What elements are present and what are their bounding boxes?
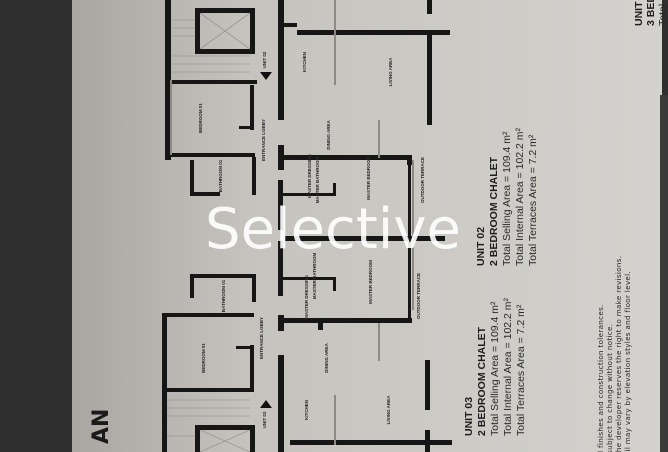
room-label-kitchen: KITCHEN [304,400,309,420]
room-label-master-bedroom: MASTER BEDROOM [366,156,371,200]
room-label-master-dressing: MASTER DRESSING [304,275,309,319]
plan-heading: AN [89,409,114,444]
room-label-bathroom: BATHROOM 01 [221,279,226,312]
selling-area: Total Selling Area = 109.4 m² [489,301,501,436]
unit-title: UNIT 03 [463,397,475,436]
entrance-arrow-icon [260,400,272,408]
unit-03-summary: UNIT 03 2 BEDROOM CHALET Total Selling A… [463,297,527,436]
room-label-living: LIVING AREA [386,395,391,425]
room-label-lobby: ENTRANCE LOBBY [261,119,266,161]
terraces-area: Total Terraces Area = 7.2 m² [527,134,539,266]
room-label-master-dressing: MASTER DRESSING [307,154,312,198]
unit-type: 2 BEDROOM CHALET [488,156,500,266]
internal-area: Total Internal Area = 102.2 m² [502,297,514,436]
unit-type: 2 BEDROOM CHALET [476,326,488,436]
room-label-lobby: ENTRANCE LOBBY [259,317,264,359]
watermark: Selective [205,197,461,262]
note-line: . The developer reserves the right to ma… [614,256,623,452]
unit-title: UNIT [633,1,645,26]
room-label-bathroom: BATHROOM 01 [218,159,223,192]
note-line: etail may vary by elevation styles and f… [623,271,632,452]
room-label-kitchen: KITCHEN [302,52,307,72]
entrance-arrow-icon [260,72,272,80]
disclaimer-notes: wall finishes and construction tolerance… [596,256,632,452]
unit-02-summary: UNIT 02 2 BEDROOM CHALET Total Selling A… [475,127,539,266]
unit-partial-summary: UNIT 3 BED Total [633,0,668,26]
unit-type: 3 BED [645,0,657,26]
room-label-terrace: OUTDOOR TERRACE [416,273,421,319]
room-label-dining: DINING AREA [326,119,331,149]
room-label-bedroom: BEDROOM 01 [198,103,203,133]
terraces-area: Total Terraces Area = 7.2 m² [515,304,527,436]
glass-partitions [170,0,414,445]
note-line: wall finishes and construction tolerance… [596,304,605,452]
paper-edge-shadow [660,95,668,452]
unit-title: UNIT 02 [475,227,487,266]
room-label-master-bedroom: MASTER BEDROOM [368,260,373,304]
selling-area: Total Selling Area = 109.4 m² [501,131,513,266]
room-labels: KITCHEN LIVING AREA DINING AREA BEDROOM … [198,51,425,428]
room-label-dining: DINING AREA [324,342,329,372]
room-label-bedroom: BEDROOM 01 [201,343,206,373]
internal-area: Total Internal Area = 102.2 m² [514,127,526,266]
room-label-living: LIVING AREA [388,57,393,87]
room-label-master-bathroom: MASTER BATHROOM [312,253,317,300]
walls [162,0,452,452]
stairs [167,12,251,452]
room-label-master-bathroom: MASTER BATHROOM [315,157,320,204]
room-label-terrace: OUTDOOR TERRACE [420,157,425,203]
note-line: on subject to change without notice. [605,324,614,452]
room-label-unit02: UNIT 02 [262,51,267,68]
selling-area: Total [657,4,668,26]
room-label-unit03: UNIT 03 [262,411,267,428]
